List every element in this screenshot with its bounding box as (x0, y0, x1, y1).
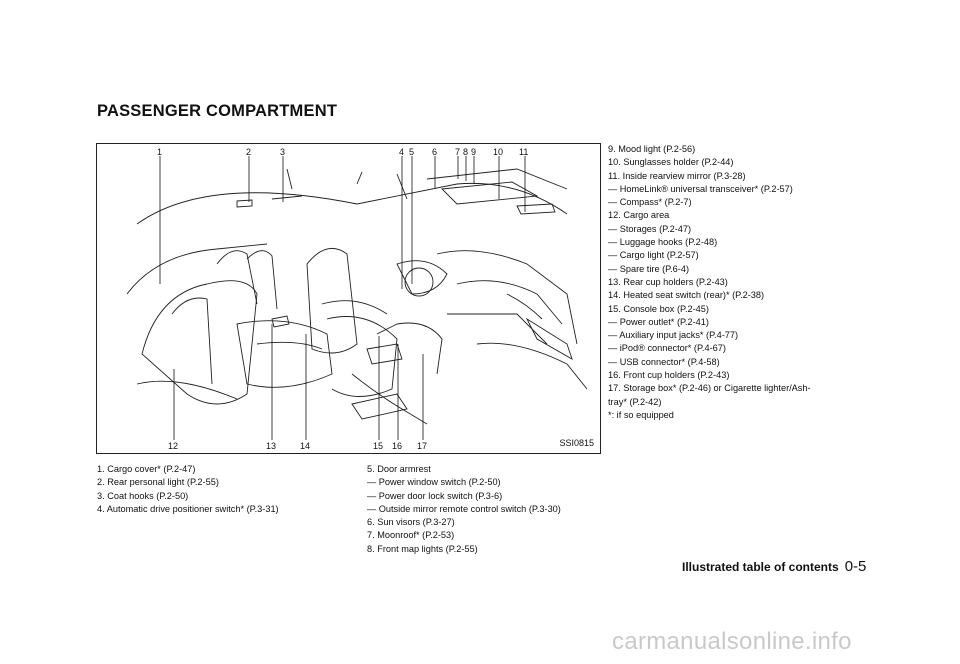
legend-item: 17. Storage box* (P.2-46) or Cigarette l… (608, 383, 811, 394)
callout-14: 14 (300, 441, 311, 451)
legend-item: 14. Heated seat switch (rear)* (P.2-38) (608, 290, 765, 301)
callout-15: 15 (373, 441, 384, 451)
figure-code: SSI0815 (559, 438, 594, 448)
callout-5: 5 (409, 147, 415, 157)
legend-item: 10. Sunglasses holder (P.2-44) (608, 157, 734, 168)
callout-4: 4 (399, 147, 405, 157)
callout-17: 17 (417, 441, 428, 451)
legend-subitem: — Compass* (P.2-7) (608, 197, 692, 208)
callout-7: 7 (455, 147, 461, 157)
page-number: 0-5 (844, 558, 867, 575)
callout-1: 1 (157, 147, 163, 157)
legend-item: 16. Front cup holders (P.2-43) (608, 370, 730, 381)
callout-3: 3 (280, 147, 286, 157)
legend-subitem: — Outside mirror remote control switch (… (367, 503, 561, 514)
passenger-compartment-illustration: 1 2 3 4 5 6 7 8 9 10 11 12 13 14 15 16 1… (96, 143, 601, 454)
legend-item-continuation: tray* (P.2-42) (608, 396, 662, 407)
legend-item: 13. Rear cup holders (P.2-43) (608, 276, 728, 287)
legend-subitem: — Spare tire (P.6-4) (608, 263, 690, 274)
legend-subitem: — USB connector* (P.4-58) (608, 356, 720, 367)
legend-item: 1. Cargo cover* (P.2-47) (97, 464, 196, 474)
interior-line-drawing (126, 156, 588, 440)
legend-item: 12. Cargo area (608, 210, 670, 221)
legend-item: 11. Inside rearview mirror (P.3-28) (608, 170, 746, 181)
legend-subitem: — Power outlet* (P.2-41) (608, 316, 709, 327)
legend-item: 7. Moonroof* (P.2-53) (367, 530, 455, 541)
watermark: carmanualsonline.info (612, 628, 852, 655)
legend-item: 15. Console box (P.2-45) (608, 303, 709, 314)
legend-subitem: — Cargo light (P.2-57) (608, 250, 699, 261)
callout-9: 9 (471, 147, 477, 157)
callout-6: 6 (432, 147, 438, 157)
legend-column-1: 1. Cargo cover* (P.2-47) 2. Rear persona… (97, 463, 279, 516)
legend-column-3: 9. Mood light (P.2-56) 10. Sunglasses ho… (608, 143, 811, 422)
legend-item: 5. Door armrest (367, 464, 431, 474)
legend-subitem: — iPod® connector* (P.4-67) (608, 343, 726, 354)
legend-item: 2. Rear personal light (P.2-55) (97, 477, 219, 488)
callout-12: 12 (168, 441, 179, 451)
legend-subitem: — HomeLink® universal transceiver* (P.2-… (608, 183, 793, 194)
section-title: PASSENGER COMPARTMENT (97, 102, 338, 120)
callout-10: 10 (493, 147, 504, 157)
page-footer: Illustrated table of contents 0-5 (682, 558, 866, 575)
callout-2: 2 (246, 147, 252, 157)
legend-subitem: — Power window switch (P.2-50) (367, 477, 501, 488)
legend-subitem: — Storages (P.2-47) (608, 223, 692, 234)
legend-item: 8. Front map lights (P.2-55) (367, 543, 478, 554)
legend-column-2: 5. Door armrest — Power window switch (P… (367, 463, 561, 556)
footer-section-label: Illustrated table of contents (682, 560, 839, 574)
legend-item: 6. Sun visors (P.3-27) (367, 517, 455, 528)
legend-subitem: — Power door lock switch (P.3-6) (367, 490, 503, 501)
callout-13: 13 (266, 441, 277, 451)
legend-subitem: — Auxiliary input jacks* (P.4-77) (608, 330, 739, 341)
callout-16: 16 (392, 441, 403, 451)
callout-11: 11 (519, 147, 529, 157)
legend-item: 9. Mood light (P.2-56) (608, 144, 696, 154)
footnote: *: if so equipped (608, 409, 674, 420)
legend-item: 3. Coat hooks (P.2-50) (97, 490, 189, 501)
legend-subitem: — Luggage hooks (P.2-48) (608, 237, 718, 248)
legend-item: 4. Automatic drive positioner switch* (P… (97, 503, 279, 514)
callout-8: 8 (463, 147, 469, 157)
